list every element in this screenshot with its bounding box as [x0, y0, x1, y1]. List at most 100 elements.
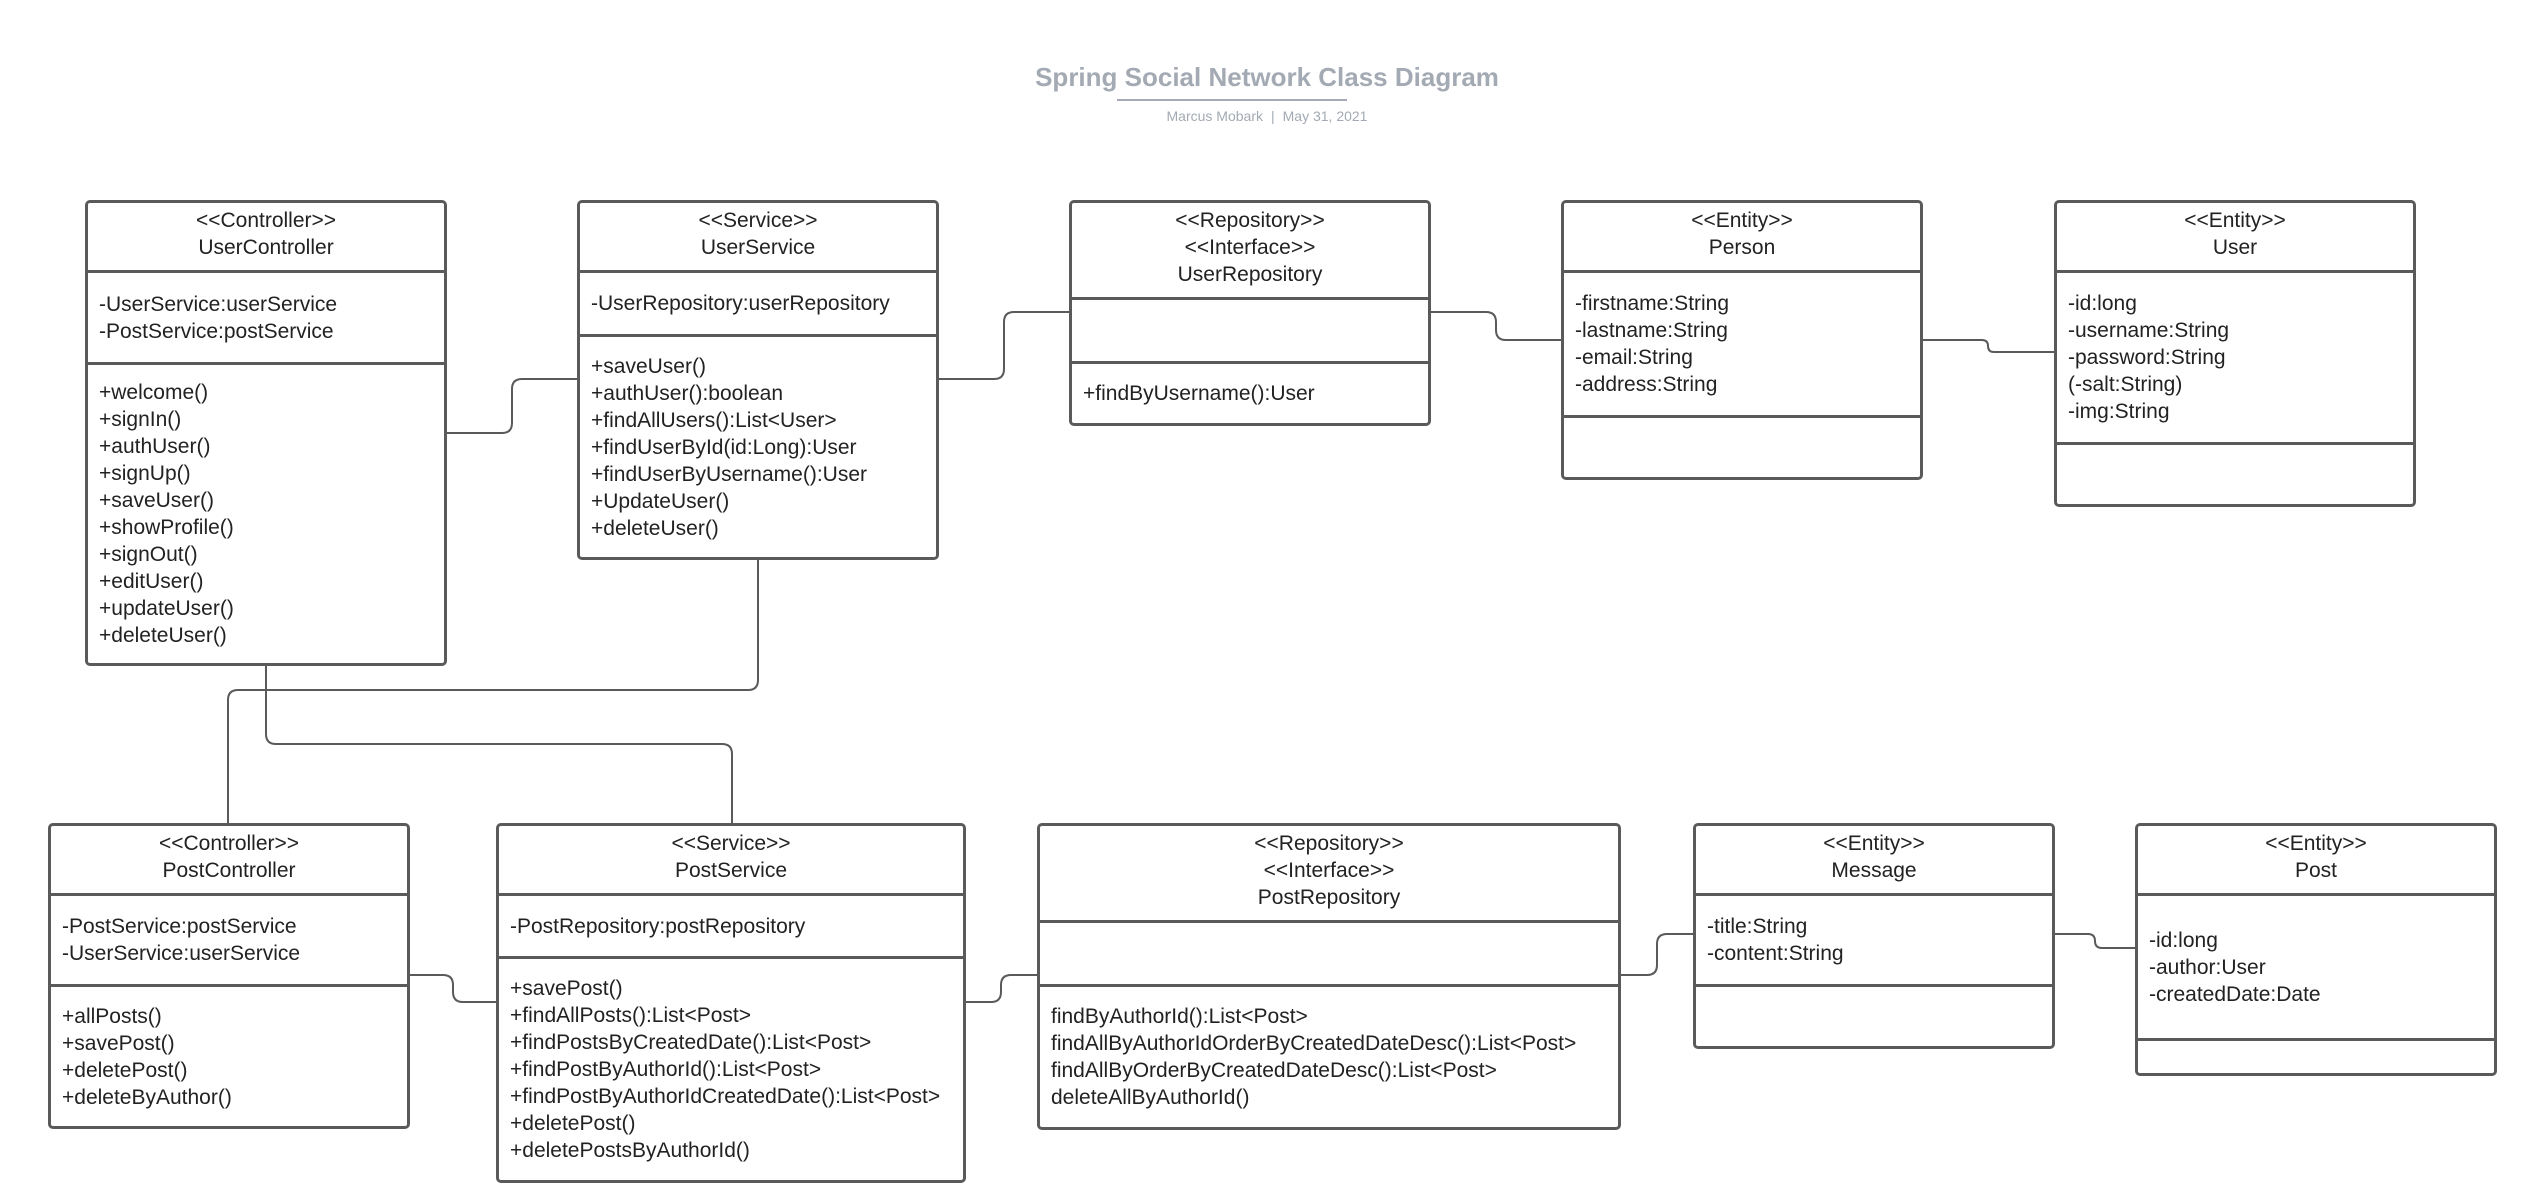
method: +saveUser() — [99, 489, 214, 512]
method: +showProfile() — [99, 516, 234, 539]
attribute: (-salt:String) — [2068, 373, 2183, 396]
connector-post-repository-message — [1621, 933, 1693, 976]
class-header: <<Controller>> UserController — [88, 203, 444, 273]
connector-user-controller-user-service — [447, 378, 577, 434]
class-stereotype: <<Service>> — [698, 209, 818, 232]
class-attributes: -id:long-author:User-createdDate:Date — [2138, 896, 2494, 1041]
class-methods: +allPosts() +savePost() +deletePost() +dele… — [51, 987, 407, 1126]
method: +deletePostsByAuthorId() — [510, 1139, 750, 1162]
class-attributes: -id:long-username:String-password:String… — [2057, 273, 2413, 445]
method: +deleteUser() — [99, 624, 227, 647]
method: +deleteByAuthor() — [62, 1085, 232, 1109]
class-attributes: -UserRepository:userRepository — [580, 273, 936, 337]
class-stereotype: <<Interface>> — [1263, 859, 1395, 882]
class-methods — [1564, 418, 1920, 477]
method: +deletePost() — [62, 1058, 188, 1082]
connector-post-controller-post-service — [410, 974, 496, 1003]
class-stereotype: <<Repository>> — [1254, 832, 1404, 855]
class-user: <<Entity>> User -id:long-username:String-p… — [2054, 200, 2416, 507]
class-stereotype: <<Interface>> — [1184, 236, 1316, 259]
method: +saveUser() — [591, 354, 706, 378]
class-stereotype: <<Service>> — [671, 832, 791, 855]
method: +updateUser() — [99, 597, 234, 620]
class-header: <<Repository>> <<Interface>> PostRepositor… — [1040, 826, 1618, 923]
attribute: -username:String — [2068, 319, 2230, 342]
class-name: PostRepository — [1257, 886, 1401, 909]
class-attributes: -UserService:userService -PostService:pos… — [88, 273, 444, 365]
class-attributes: -PostService:postService -UserService:use… — [51, 896, 407, 987]
method: +signIn() — [99, 408, 182, 431]
class-methods — [2138, 1041, 2494, 1073]
class-name: UserService — [700, 236, 816, 259]
connector-message-post — [2055, 933, 2135, 949]
method: +UpdateUser() — [591, 489, 730, 513]
class-message: <<Entity>>Message -title:String -content:S… — [1693, 823, 2055, 1049]
attribute: -content:String — [1707, 942, 1844, 965]
method: +welcome() — [99, 381, 209, 404]
method: +findAllUsers():List<User> — [591, 408, 837, 432]
attribute: -id:long — [2149, 928, 2218, 952]
class-stereotype: <<Repository>> — [1175, 209, 1325, 232]
class-stereotype: <<Entity>> — [2184, 209, 2286, 232]
class-person: <<Entity>>Person-firstname:String-lastna… — [1561, 200, 1923, 480]
method: +allPosts() — [62, 1004, 162, 1028]
attribute: -PostService:postService — [99, 319, 334, 343]
method: findAllByOrderByCreatedDateDesc():List<P… — [1051, 1059, 1497, 1082]
attribute: -UserRepository:userRepository — [591, 292, 890, 315]
class-user-repository: <<Repository>> <<Interface>> UserRepositor… — [1069, 200, 1431, 426]
class-methods — [1696, 987, 2052, 1046]
class-attributes: -firstname:String-lastname:String-email:… — [1564, 273, 1920, 418]
class-methods: findByAuthorId():List<Post> findAllByAuth… — [1040, 987, 1618, 1127]
method: +findUserById(id:Long):User — [591, 435, 857, 459]
method: findByAuthorId():List<Post> — [1051, 1005, 1308, 1028]
class-user-service: <<Service>> UserService -UserRepository:us… — [577, 200, 939, 560]
class-attributes — [1072, 300, 1428, 364]
attribute: -UserService:userService — [99, 292, 338, 316]
class-stereotype: <<Controller>> — [195, 209, 337, 232]
class-methods: +findByUsername():User — [1072, 364, 1428, 423]
connector-user-repository-person — [1431, 311, 1561, 341]
class-name: PostService — [674, 859, 788, 882]
class-header: <<Controller>> PostController — [51, 826, 407, 896]
class-attributes: -PostRepository:postRepository — [499, 896, 963, 959]
class-user-controller: <<Controller>> UserController -UserService… — [85, 200, 447, 666]
diagram-author: Marcus Mobark — [1166, 108, 1263, 124]
class-stereotype: <<Controller>> — [158, 832, 300, 855]
method: +findUserByUsername():User — [591, 462, 867, 486]
class-header: <<Repository>> <<Interface>> UserRepositor… — [1072, 203, 1428, 300]
attribute: -UserService:userService — [62, 942, 301, 965]
class-header: <<Entity>> User — [2057, 203, 2413, 273]
method: +signOut() — [99, 543, 198, 566]
attribute: -createdDate:Date — [2149, 982, 2321, 1006]
method: +authUser():boolean — [591, 381, 784, 405]
class-header: <<Entity>>Person — [1564, 203, 1920, 273]
method: +savePost() — [62, 1031, 175, 1055]
method: +findByUsername():User — [1083, 382, 1315, 405]
class-name: UserRepository — [1177, 263, 1323, 286]
attribute: -img:String — [2068, 400, 2170, 423]
class-header: <<Entity>>Message — [1696, 826, 2052, 896]
class-name: User — [2212, 236, 2258, 259]
method: +findPostsByCreatedDate():List<Post> — [510, 1031, 872, 1054]
title-underline — [1117, 99, 1347, 101]
method: +deleteUser() — [591, 516, 719, 540]
attribute: -title:String — [1707, 915, 1808, 938]
method: +findAllPosts():List<Post> — [510, 1004, 752, 1027]
diagram-date: May 31, 2021 — [1282, 108, 1368, 124]
class-post-repository: <<Repository>> <<Interface>> PostRepositor… — [1037, 823, 1621, 1130]
method: deleteAllByAuthorId() — [1051, 1086, 1250, 1109]
connector-user-service-user-repository — [939, 311, 1069, 380]
class-header: <<Service>> UserService — [580, 203, 936, 273]
attribute: -PostRepository:postRepository — [510, 914, 806, 938]
class-name: PostController — [162, 859, 296, 882]
class-methods: +welcome()+signIn()+authUser()+signUp()+… — [88, 365, 444, 663]
class-name: UserController — [198, 236, 334, 259]
subtitle-separator: | — [1270, 108, 1275, 124]
attribute: -email:String — [1575, 346, 1693, 369]
method: findAllByAuthorIdOrderByCreatedDateDesc(… — [1051, 1032, 1577, 1055]
class-name: Post — [2294, 859, 2338, 882]
attribute: -PostService:postService — [62, 915, 297, 938]
class-header: <<Entity>>Post — [2138, 826, 2494, 896]
method: +editUser() — [99, 570, 204, 593]
